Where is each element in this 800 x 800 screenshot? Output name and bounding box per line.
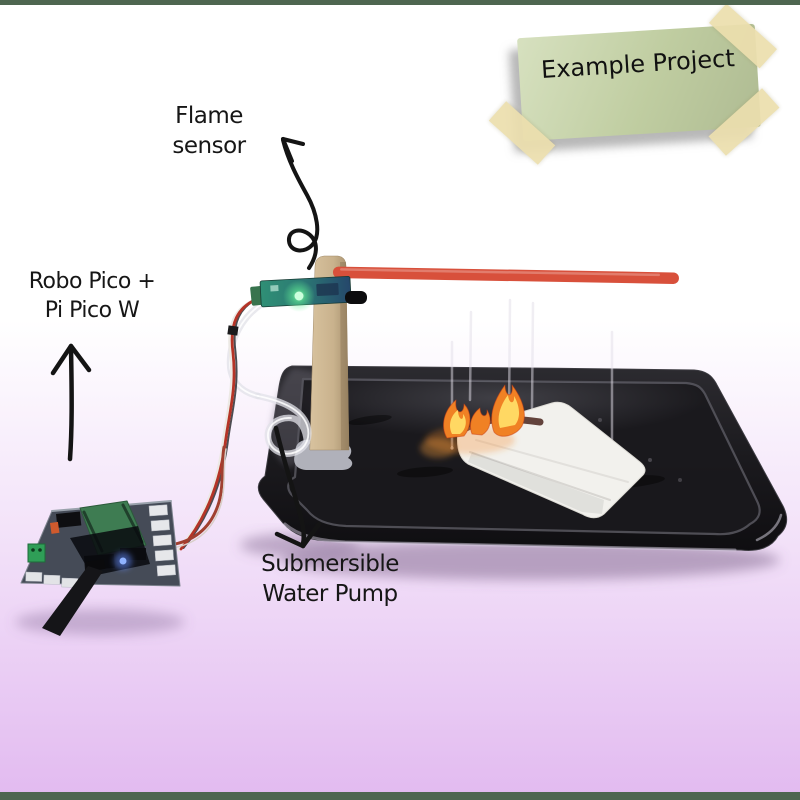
tray-right-highlight [755, 513, 783, 542]
straw-body [332, 266, 679, 284]
water-stream [468, 310, 473, 402]
header-sockets-right [148, 504, 176, 577]
annotation-arrows [50, 137, 322, 549]
sensor-detail [316, 282, 339, 296]
arrow-head [281, 137, 305, 146]
label-robo-pico-line1: Robo Pico + [28, 269, 156, 294]
water-stream [530, 301, 535, 410]
arrow-head [281, 137, 294, 163]
tissue-fold [469, 451, 611, 501]
wire-white [177, 298, 256, 552]
terminal-hole [31, 548, 35, 552]
stick-shade [340, 262, 349, 450]
water-pump-arrow [273, 425, 322, 549]
arrow-head [68, 343, 92, 373]
board-link-wire-light [171, 448, 227, 549]
arrow-head [274, 531, 306, 549]
arrow-head [50, 343, 74, 376]
usb-cable [42, 566, 103, 636]
label-flame-sensor-line1: Flame [175, 103, 243, 129]
terminal-hole [38, 548, 42, 552]
floor-streak [397, 466, 453, 478]
red-straw-nozzle [332, 266, 679, 284]
header-socket [154, 549, 174, 562]
flame-core [450, 410, 466, 434]
status-led-blue [119, 557, 127, 565]
board-link-wire [168, 445, 226, 547]
wire-red [179, 297, 259, 551]
tray-shadow [280, 540, 780, 580]
tissue-shade [468, 452, 604, 514]
top-border-bar [0, 0, 800, 5]
arrow-shaft [67, 345, 74, 462]
label-robo-pico: Robo Pico + Pi Pico W [8, 267, 176, 325]
flame-sensor-arrow [281, 137, 320, 270]
water-droplet [678, 478, 682, 482]
arrow-head [300, 521, 322, 549]
arrow-curl [281, 138, 320, 270]
header-socket [156, 564, 176, 577]
floor-streak [348, 414, 392, 426]
stick-body [309, 255, 350, 451]
arrow-shaft [273, 425, 307, 547]
header-socket [150, 519, 170, 532]
label-water-pump: Submersible Water Pump [237, 549, 423, 610]
power-switch-orange [49, 521, 60, 534]
note-line-2: Project [651, 44, 736, 78]
sensor-detail [270, 285, 279, 292]
flame-sensor-module [250, 275, 367, 312]
board-shadow [15, 609, 185, 635]
tube-shine [257, 395, 310, 455]
note-line-1: Example [540, 49, 646, 84]
header-socket [43, 574, 61, 585]
label-robo-pico-line2: Pi Pico W [44, 298, 140, 324]
popsicle-stick-mast [309, 255, 350, 451]
label-water-pump-line2: Water Pump [262, 581, 398, 608]
wire-bundle [168, 297, 261, 552]
ir-sensor-cylinder [345, 291, 367, 304]
bottom-border-bar [0, 792, 800, 800]
robo-pico-board [20, 500, 181, 636]
header-socket [152, 534, 172, 547]
water-droplet [648, 458, 652, 462]
label-flame-sensor-line2: sensor [172, 133, 246, 160]
wire-dark [182, 297, 261, 549]
header-socket [148, 504, 168, 517]
straw-highlight [340, 268, 660, 277]
flame-tongue [469, 407, 491, 436]
header-socket [25, 571, 43, 582]
robo-pico-arrow [50, 343, 92, 462]
label-flame-sensor: Flame sensor [157, 101, 261, 162]
flame [420, 384, 525, 458]
flame-glow [420, 438, 456, 458]
flame-core [498, 395, 520, 428]
wire-clip [227, 325, 239, 336]
terminal-block-green [27, 543, 46, 563]
connector-block [55, 511, 82, 528]
label-water-pump-line1: Submersible [261, 551, 399, 577]
led-core [294, 291, 304, 301]
water-droplet [598, 418, 602, 422]
water-stream [507, 298, 512, 415]
